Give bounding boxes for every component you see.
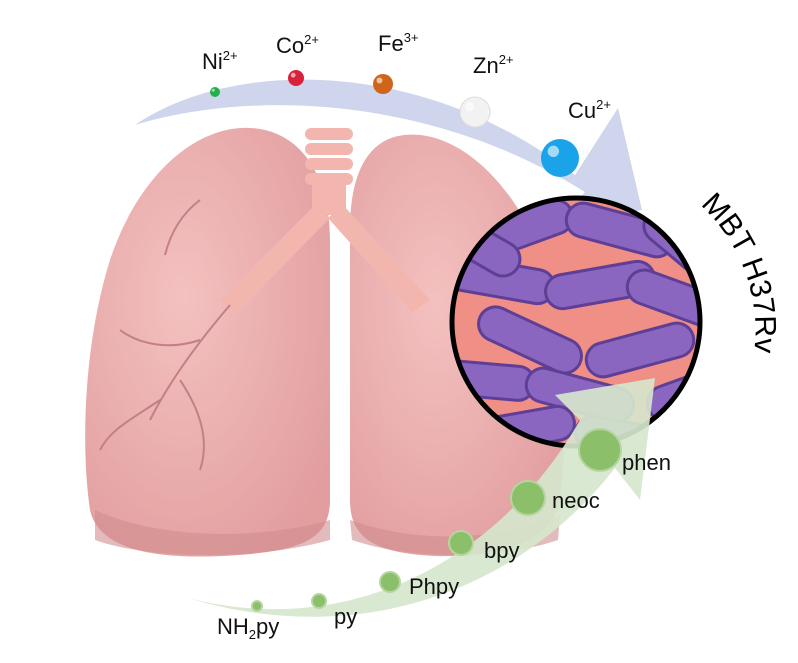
ligand-dot xyxy=(379,571,401,593)
ion-dot-fe xyxy=(373,74,393,94)
ligand-label-nh2py: NH2py xyxy=(217,614,280,642)
ion-dot-highlight xyxy=(465,102,475,112)
ligand-dot xyxy=(311,593,327,609)
ligand-label-neoc: neoc xyxy=(552,488,600,513)
ligand-label-phpy: Phpy xyxy=(409,574,460,599)
ligand-dot xyxy=(251,600,263,612)
ion-label-ni: Ni2+ xyxy=(202,48,238,74)
ligand-dots xyxy=(251,428,622,612)
trachea xyxy=(220,128,430,312)
metal-ion-dots xyxy=(210,70,579,177)
ion-dot-highlight xyxy=(376,77,383,84)
ligand-dot xyxy=(578,428,622,472)
ion-dot-co xyxy=(288,70,304,86)
ion-dot-cu xyxy=(541,139,579,177)
ion-label-cu: Cu2+ xyxy=(568,97,611,123)
ligand-dot xyxy=(510,480,546,516)
left-lung xyxy=(85,127,331,557)
ion-label-co: Co2+ xyxy=(276,32,319,58)
ligand-dot xyxy=(448,530,474,556)
ion-dot-highlight xyxy=(290,72,296,78)
ligand-label-phen: phen xyxy=(622,450,671,475)
bronchioles xyxy=(99,199,231,471)
ion-dot-ni xyxy=(210,87,220,97)
ion-dot-highlight xyxy=(211,88,215,92)
ligand-label-py: py xyxy=(334,604,358,629)
strain-label: MBT H37Rv xyxy=(695,187,781,355)
ion-label-zn: Zn2+ xyxy=(473,52,514,78)
ligand-label-bpy: bpy xyxy=(484,538,520,563)
ion-dot-highlight xyxy=(547,145,560,158)
bacterium xyxy=(625,268,700,332)
ligand-arrow xyxy=(188,378,655,617)
bacterium xyxy=(477,305,583,375)
bacterium xyxy=(584,321,696,379)
ion-dot-zn xyxy=(459,96,491,128)
ion-label-fe: Fe3+ xyxy=(378,30,419,56)
